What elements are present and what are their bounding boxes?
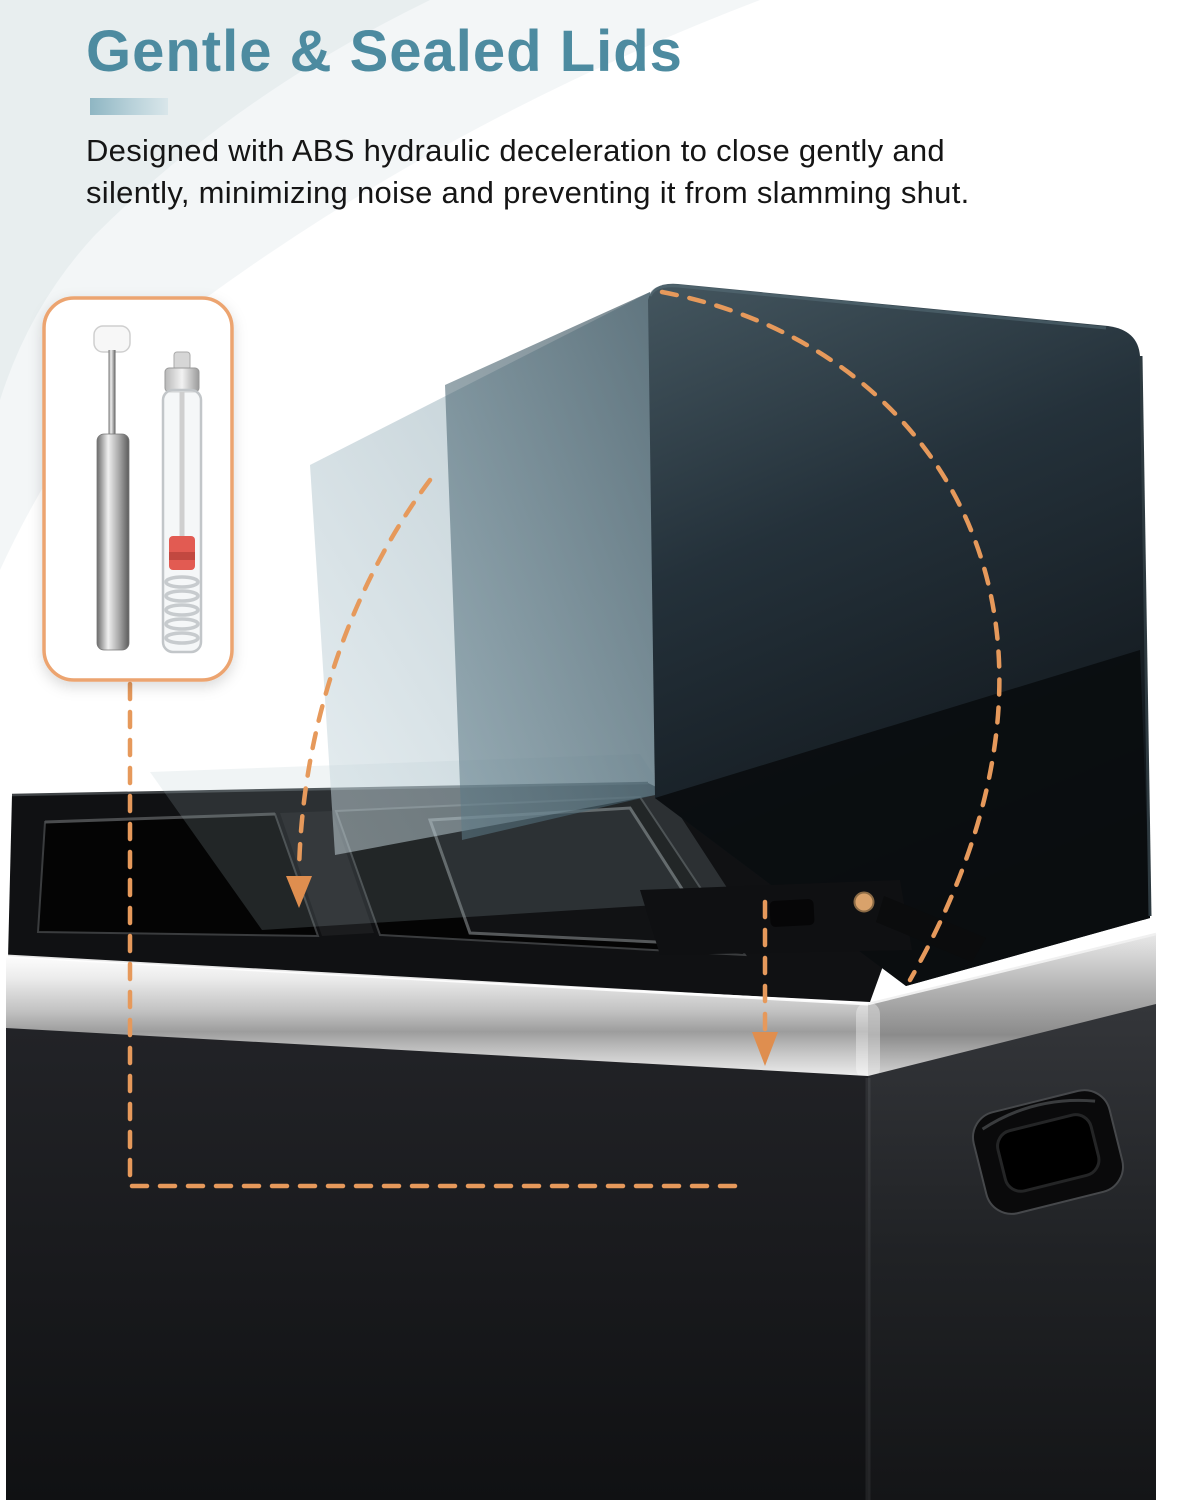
lid-ghost-mid (445, 292, 655, 840)
can-body-side (868, 1004, 1156, 1500)
feature-description: Designed with ABS hydraulic deceleration… (86, 130, 1136, 214)
hinge-damper-dot (853, 891, 875, 913)
callout-connector-line (127, 681, 745, 1189)
hinge-arm (876, 896, 986, 962)
damper-callout-box (42, 296, 234, 682)
lid-underside (655, 650, 1150, 986)
damper-coil-spring (164, 575, 200, 645)
side-handle (972, 1089, 1124, 1215)
can-body-front (6, 1028, 868, 1500)
steel-rim-front (6, 956, 868, 1078)
page-title: Gentle & Sealed Lids (86, 19, 683, 84)
motion-annotations (127, 289, 1002, 1189)
hydraulic-damper-rod-icon (93, 325, 131, 651)
feature-header: Gentle & Sealed Lids Designed with ABS h… (86, 18, 1136, 214)
title-underline (90, 98, 168, 115)
hinge-pointer-arrow (752, 1032, 778, 1066)
left-lid-pointer-arrow (286, 876, 312, 908)
hydraulic-damper-spring-icon (161, 351, 203, 654)
compartment-divider (280, 811, 374, 936)
feature-description-line2: silently, minimizing noise and preventin… (86, 175, 970, 210)
can-body (6, 1004, 1156, 1500)
lid-open (648, 283, 1152, 986)
steel-rim-side (868, 934, 1156, 1078)
lid-hinge (640, 880, 986, 962)
lid-swing-arc-outer (659, 289, 1002, 983)
lid-motion-ghosts (150, 292, 735, 930)
lid-swing-arc-inner (296, 477, 433, 875)
feature-description-line1: Designed with ABS hydraulic deceleration… (86, 133, 945, 168)
